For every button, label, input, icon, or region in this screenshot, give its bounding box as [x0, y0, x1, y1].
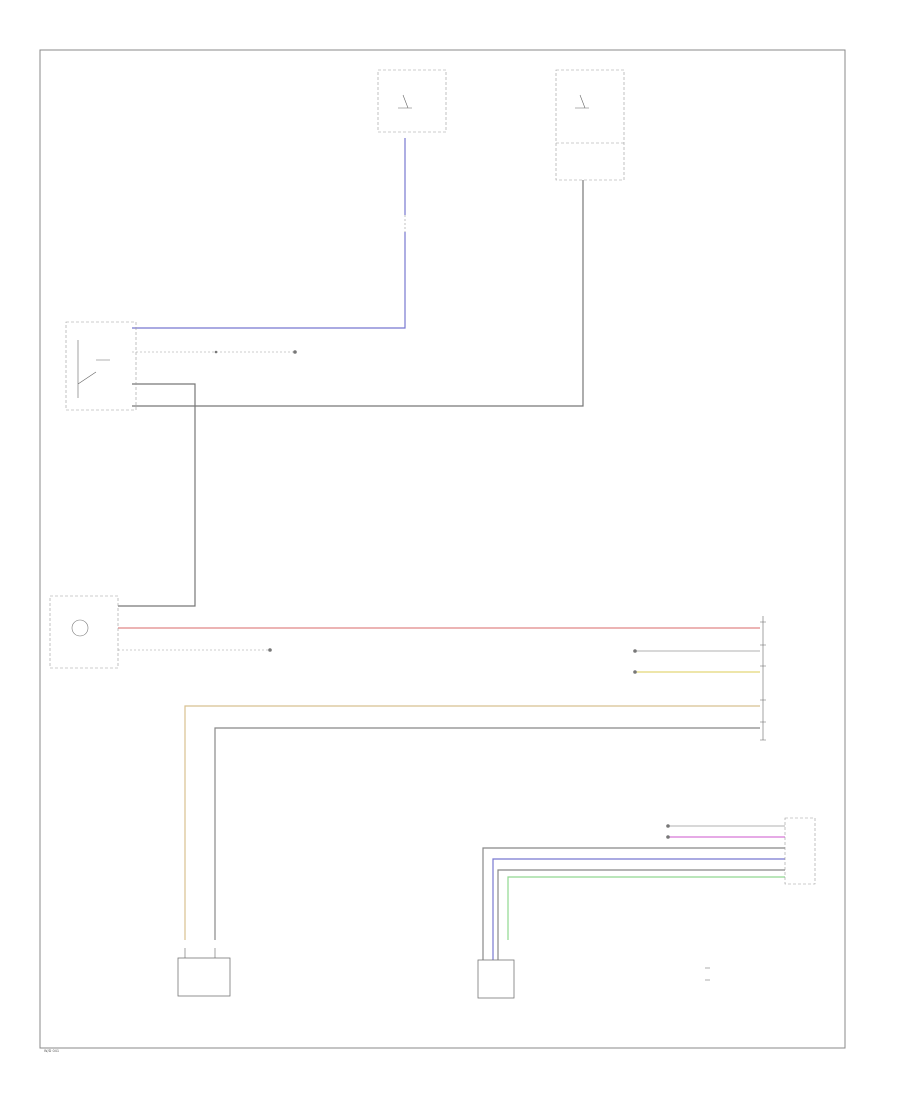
connector-dots: [214, 350, 670, 839]
ecu-connector-upper: [760, 616, 766, 741]
wire-tan: [184, 705, 760, 940]
diagram-frame: [39, 49, 846, 1049]
ecu-connector-lower: [784, 817, 816, 885]
wire-green: [507, 876, 785, 940]
legend: [705, 967, 710, 981]
fuse-block-left: [377, 69, 447, 133]
wire-gray-main: [132, 180, 584, 407]
wire-blue: [132, 138, 406, 329]
sensor-right: [477, 959, 515, 999]
switch-component: [65, 321, 137, 411]
wire-gray-lower-2: [497, 869, 785, 960]
wire-gray-sensor: [214, 727, 760, 940]
sensor-left: [177, 948, 231, 997]
fuse-block-right: [555, 69, 625, 181]
wire-gray-lower: [482, 847, 785, 960]
wire-gray-switch-buzzer: [118, 383, 196, 607]
buzzer-component: [49, 595, 119, 669]
wire-blue-lower: [492, 858, 785, 960]
page-ref: W/D 041: [44, 1049, 59, 1053]
